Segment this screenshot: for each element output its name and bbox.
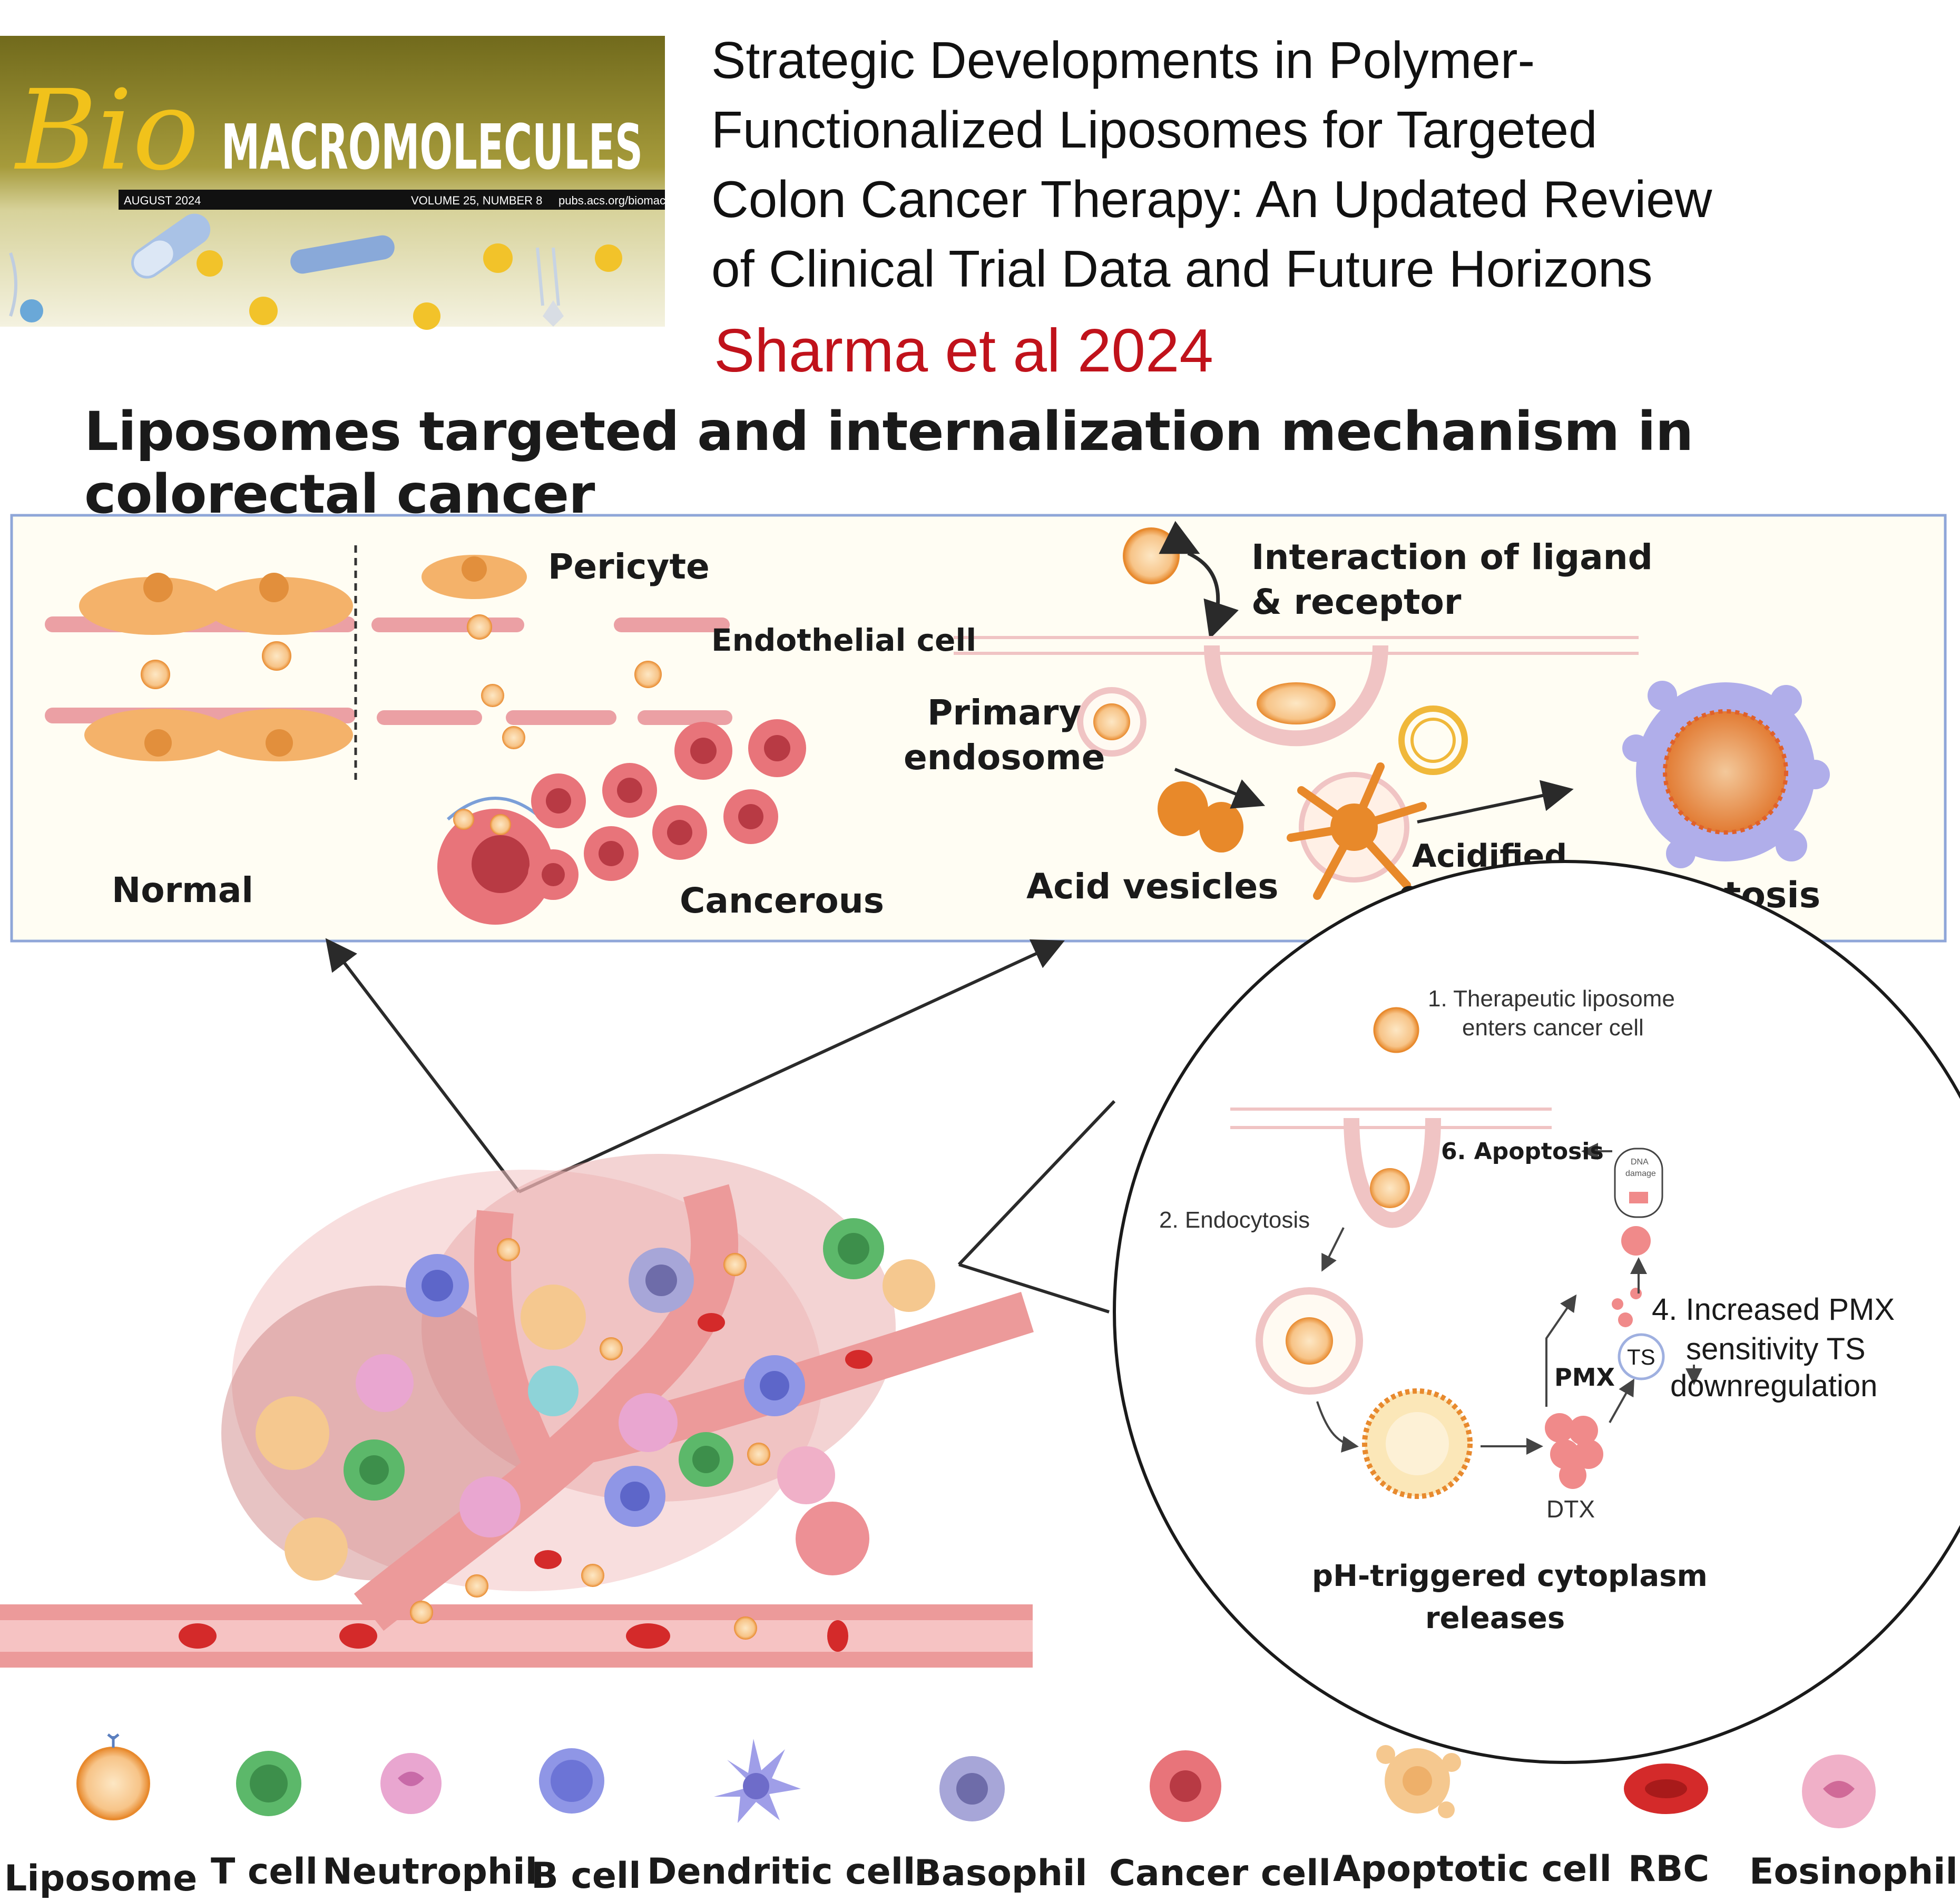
legend-label-dendritic-cell: Dendritic cell: [647, 1851, 915, 1893]
arrow-to-normal: [325, 938, 521, 1193]
dtx-label: DTX: [1546, 1495, 1595, 1523]
tumor-microenvironment: [0, 1154, 1034, 1668]
journal-cover: Bio MACROMOLECULES AUGUST 2024 VOLUME 25…: [0, 36, 665, 330]
cancer-cell-icon: [1150, 1750, 1221, 1822]
legend-label-cancer-cell: Cancer cell: [1109, 1853, 1331, 1894]
legend-label-basophil: Basophil: [914, 1853, 1087, 1894]
legend-label-liposome: Liposome: [4, 1858, 197, 1899]
pmx-label: PMX: [1554, 1363, 1615, 1392]
mechanism-circle: [1113, 860, 1960, 1764]
journal-script-word: Bio: [14, 66, 199, 195]
b-cell-icon: [539, 1748, 604, 1814]
legend: [76, 1733, 1876, 1828]
acid-vesicles-label: Acid vesicles: [1026, 866, 1279, 907]
arrow-to-circle-b: [958, 1263, 1110, 1314]
cancerous-vessel: [371, 555, 806, 925]
normal-label: Normal: [112, 870, 253, 910]
legend-label-t-cell: T cell: [211, 1851, 318, 1893]
cover-art: [9, 213, 622, 330]
primary-endosome-label-line2: endosome: [904, 737, 1105, 778]
journal-volume: VOLUME 25, NUMBER 8: [411, 194, 542, 207]
eosinophil-icon: [1802, 1755, 1876, 1828]
ts-label: TS: [1627, 1345, 1655, 1369]
circle-diagram: [1230, 1007, 1702, 1499]
pericyte-label: Pericyte: [548, 546, 710, 587]
release-label-line2: releases: [1425, 1601, 1565, 1635]
rbc-icon: [1624, 1763, 1708, 1814]
step4-label-line1: 4. Increased PMX: [1652, 1292, 1895, 1327]
t-cell-icon: [236, 1751, 301, 1816]
legend-label-neutrophil: Neutrophil: [322, 1851, 537, 1893]
journal-name: MACROMOLECULES: [221, 111, 643, 183]
normal-vessel: [45, 545, 357, 780]
legend-label-rbc: RBC: [1628, 1848, 1709, 1890]
endothelial-cell-label: Endothelial cell: [711, 622, 976, 658]
liposome-icon: [76, 1733, 150, 1820]
dna-damage-label-line1: DNA: [1631, 1158, 1649, 1167]
journal-issue-date: AUGUST 2024: [124, 194, 201, 207]
paper-author: Sharma et al 2024: [714, 316, 1213, 385]
neutrophil-icon: [380, 1753, 442, 1814]
step1-label-line2: enters cancer cell: [1462, 1015, 1644, 1041]
primary-endosome-label-line1: Primary: [927, 692, 1081, 733]
paper-title-line: of Clinical Trial Data and Future Horizo…: [711, 240, 1653, 298]
dendritic-cell-icon: [714, 1739, 801, 1823]
paper-title: Strategic Developments in Polymer- Funct…: [711, 25, 1939, 303]
basophil-icon: [939, 1756, 1005, 1821]
figure-heading: Liposomes targeted and internalization m…: [84, 400, 1693, 526]
internalization-pathway: [954, 521, 1830, 900]
step1-label-line1: 1. Therapeutic liposome: [1428, 986, 1675, 1012]
legend-label-b-cell: B cell: [531, 1855, 641, 1897]
interaction-label-line1: Interaction of ligand: [1251, 537, 1653, 577]
arrow-to-circle-a: [957, 1100, 1116, 1266]
apoptotic-cell-icon: [1376, 1745, 1461, 1818]
release-label-line1: pH-triggered cytoplasm: [1312, 1559, 1708, 1593]
interaction-label-line2: & receptor: [1251, 582, 1462, 622]
journal-url: pubs.acs.org/biomac: [558, 194, 665, 207]
step4-label-line2: sensitivity TS: [1686, 1332, 1866, 1366]
step2-label: 2. Endocytosis: [1159, 1207, 1310, 1233]
step6-label: 6. Apoptosis: [1441, 1138, 1604, 1165]
legend-label-apoptotic-cell: Apoptotic cell: [1333, 1848, 1612, 1890]
arrow-to-mechanism: [518, 939, 1065, 1193]
paper-title-line: Functionalized Liposomes for Targeted: [711, 101, 1598, 159]
legend-label-eosinophil: Eosinophil: [1749, 1851, 1958, 1893]
cancerous-label: Cancerous: [680, 880, 884, 921]
step4-label-line3: downregulation: [1670, 1369, 1877, 1403]
paper-title-line: Strategic Developments in Polymer-: [711, 31, 1535, 89]
paper-title-line: Colon Cancer Therapy: An Updated Review: [711, 170, 1712, 228]
dna-damage-label-line2: damage: [1625, 1169, 1656, 1178]
